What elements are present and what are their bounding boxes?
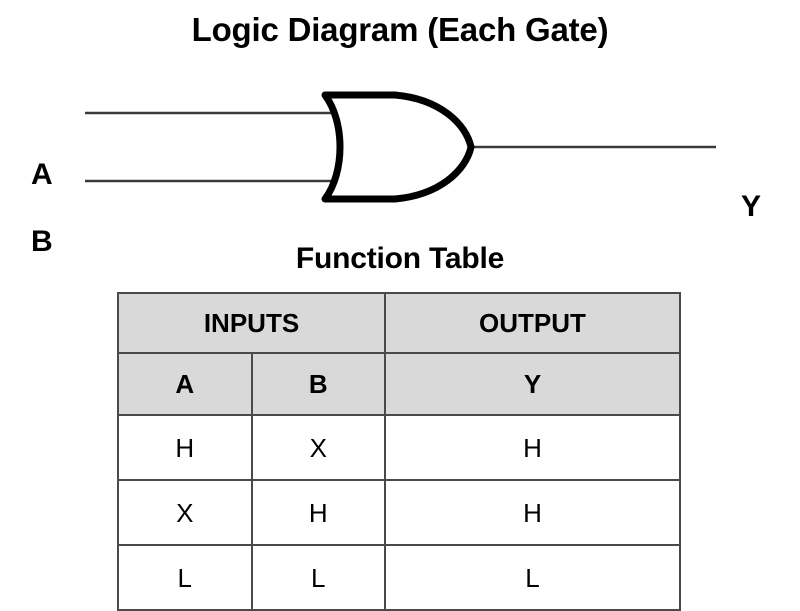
group-header-output: OUTPUT [384,292,681,354]
cell-y: L [384,544,681,611]
cell-b: H [250,479,386,546]
cell-y: H [384,479,681,546]
cell-a: L [117,544,253,611]
table-row: X H H [117,479,681,546]
output-label-y: Y [741,190,762,223]
cell-y: H [384,414,681,481]
function-table: INPUTS OUTPUT A B Y H X H X H H [117,292,681,611]
cell-b: X [250,414,386,481]
cell-b: L [250,544,386,611]
group-header-inputs: INPUTS [117,292,386,354]
table-column-header-row: A B Y [117,352,681,416]
or-gate-svg [85,91,716,203]
column-header-b: B [250,352,386,416]
input-label-a: A [31,158,53,191]
function-table-title: Function Table [295,242,505,275]
column-header-y: Y [384,352,681,416]
input-label-b: B [31,225,53,258]
logic-gate-diagram: A B Y [0,60,800,257]
cell-a: X [117,479,253,546]
or-gate-body [321,91,475,203]
column-header-a: A [117,352,253,416]
function-table-container: INPUTS OUTPUT A B Y H X H X H H [117,292,681,611]
diagram-title: Logic Diagram (Each Gate) [191,11,609,48]
table-row: H X H [117,414,681,481]
table-row: L L L [117,544,681,611]
table-group-header-row: INPUTS OUTPUT [117,292,681,354]
cell-a: H [117,414,253,481]
